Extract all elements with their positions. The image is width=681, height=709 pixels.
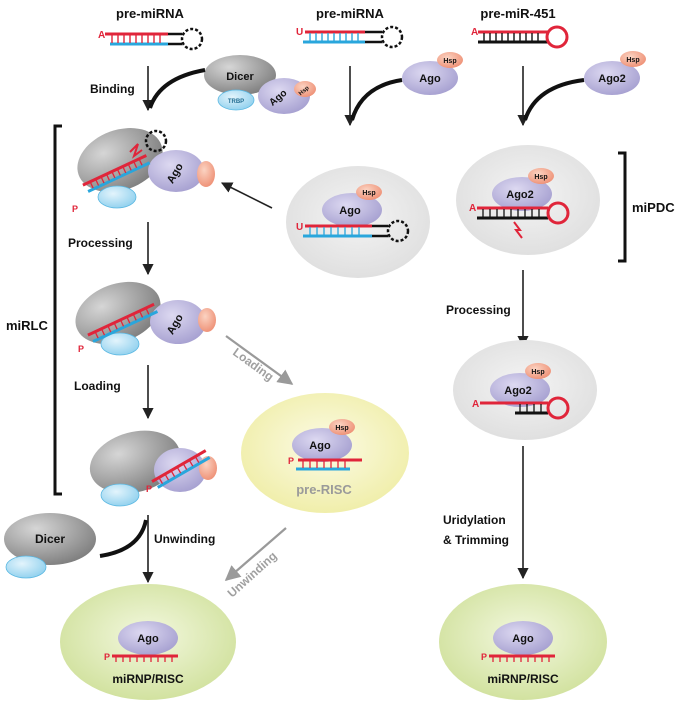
left-complex-loaded: P (89, 430, 217, 507)
mipdc-label: miPDC (632, 200, 675, 215)
trbp-blob-1 (97, 185, 137, 209)
ago-label-middle: Ago (339, 205, 361, 217)
ago-blob-middle-top (402, 61, 458, 95)
mirlc-bracket: miRLC (6, 124, 62, 496)
ago-hsp-middle-top: Ago Hsp (344, 52, 463, 127)
hsp-blob-1 (197, 161, 215, 187)
ago-label-risc-right: Ago (512, 633, 534, 645)
ago2-label-mipdc: Ago2 (506, 189, 534, 201)
hsp-blob-mipdc (528, 168, 554, 184)
hsp-blob-prerisc (329, 419, 355, 435)
dicer-blob-released (4, 513, 96, 565)
pre-risc-complex: Ago Hsp P pre-RISC (241, 393, 409, 513)
p-label-risc-left: P (104, 652, 110, 662)
risc-right-label: miRNP/RISC (487, 672, 559, 686)
mirlc-label: miRLC (6, 318, 49, 333)
ago2-processed-complex: Ago2 Hsp A (453, 340, 597, 440)
dicer-label-released: Dicer (35, 532, 65, 546)
trbp-blob-2 (100, 332, 140, 356)
pre-risc-label: pre-RISC (296, 482, 352, 497)
hsp-label-processed: Hsp (531, 369, 544, 376)
ago-label-middle-top: Ago (419, 73, 441, 85)
mipdc-bracket: miPDC (618, 151, 675, 263)
u-label-middle: U (296, 27, 303, 38)
hsp-blob-top-left (294, 81, 316, 97)
ago-blob-middle (322, 193, 382, 227)
risc-left: Ago P miRNP/RISC (60, 584, 236, 700)
middle-complex: Ago Hsp U (286, 166, 430, 278)
a-label-mipdc: A (469, 203, 476, 214)
loading-label-diagonal: Loading (230, 345, 276, 384)
hsp-label-prerisc: Hsp (335, 425, 348, 432)
ago-blob-risc-left (118, 621, 178, 655)
p-label-2: P (78, 344, 84, 354)
hsp-blob-right-top (620, 51, 646, 67)
ago2-label-processed: Ago2 (504, 385, 532, 397)
dicer-label-top: Dicer (226, 71, 254, 83)
trbp-label: TRBP (228, 99, 244, 105)
hsp-label-middle: Hsp (362, 190, 375, 197)
a-label-left: A (98, 30, 105, 41)
ago2-hsp-right-top: Ago2 Hsp (517, 51, 646, 127)
pre-mir-451-hairpin: A (471, 25, 569, 49)
processing-label-right: Processing (446, 303, 511, 317)
ago2-label-right-top: Ago2 (598, 73, 626, 85)
p-label-risc-right: P (481, 652, 487, 662)
ago2-blob-mipdc (492, 177, 552, 211)
hsp-blob-processed (525, 363, 551, 379)
left-complex-bound: Ago P (72, 128, 215, 214)
ago2-blob-processed (490, 373, 550, 407)
loading-diagonal-arrow: Loading (225, 335, 294, 385)
hsp-label-middle-top: Hsp (443, 58, 456, 65)
a-label-processed: A (472, 399, 479, 410)
dicer-blob (204, 55, 276, 95)
ago-blob-1 (148, 150, 204, 192)
ago-label-risc-left: Ago (137, 633, 159, 645)
binding-label: Binding (90, 82, 135, 96)
header-left-pre-mirna: pre-miRNA (116, 6, 185, 21)
risc-right: Ago P miRNP/RISC (439, 584, 607, 700)
header-middle-pre-mirna: pre-miRNA (316, 6, 385, 21)
mipdc-complex: Ago2 Hsp A (456, 145, 600, 255)
unwinding-label-left: Unwinding (154, 532, 215, 546)
loading-label-left: Loading (74, 379, 121, 393)
binding-arrow: Binding (90, 66, 206, 112)
trbp-blob-released (5, 555, 47, 579)
left-complex-processed: Ago P (75, 281, 216, 356)
hsp-label-right-top: Hsp (626, 57, 639, 64)
dicer-blob-2 (75, 281, 161, 345)
risc-left-label: miRNP/RISC (112, 672, 184, 686)
hsp-blob-middle-top (437, 52, 463, 68)
arrow-middle-to-left (220, 182, 273, 209)
p-label-3: P (146, 484, 152, 494)
header-right-pre-mir-451: pre-miR-451 (480, 6, 555, 21)
a-label-right: A (471, 27, 478, 38)
ago-blob-2 (150, 300, 206, 344)
pre-mirna-hairpin-middle: U (296, 25, 404, 49)
hsp-blob-middle (356, 184, 382, 200)
trbp-blob (217, 89, 255, 111)
unwinding-diagonal-arrow: Unwinding (225, 527, 287, 600)
ago-label-prerisc: Ago (309, 440, 331, 452)
p-label-1: P (72, 204, 78, 214)
dicer-ago-complex-top: Dicer TRBP Ago Hsp (204, 55, 316, 114)
ago-blob-prerisc (292, 428, 352, 462)
ago2-blob-right-top (584, 61, 640, 95)
dicer-release: Dicer (4, 513, 148, 579)
u-label-complex: U (296, 222, 303, 233)
pre-mirna-hairpin-left: A (98, 27, 204, 51)
ago-blob-risc-right (493, 621, 553, 655)
uridylation-label-line1: Uridylation (443, 513, 506, 527)
hsp-label-mipdc: Hsp (534, 174, 547, 181)
hsp-blob-2 (198, 308, 216, 332)
processing-label-left: Processing (68, 236, 133, 250)
uridylation-label-line2: & Trimming (443, 533, 509, 547)
trbp-blob-3 (100, 483, 140, 507)
p-label-prerisc: P (288, 456, 294, 466)
dicer-blob-1 (77, 128, 163, 192)
